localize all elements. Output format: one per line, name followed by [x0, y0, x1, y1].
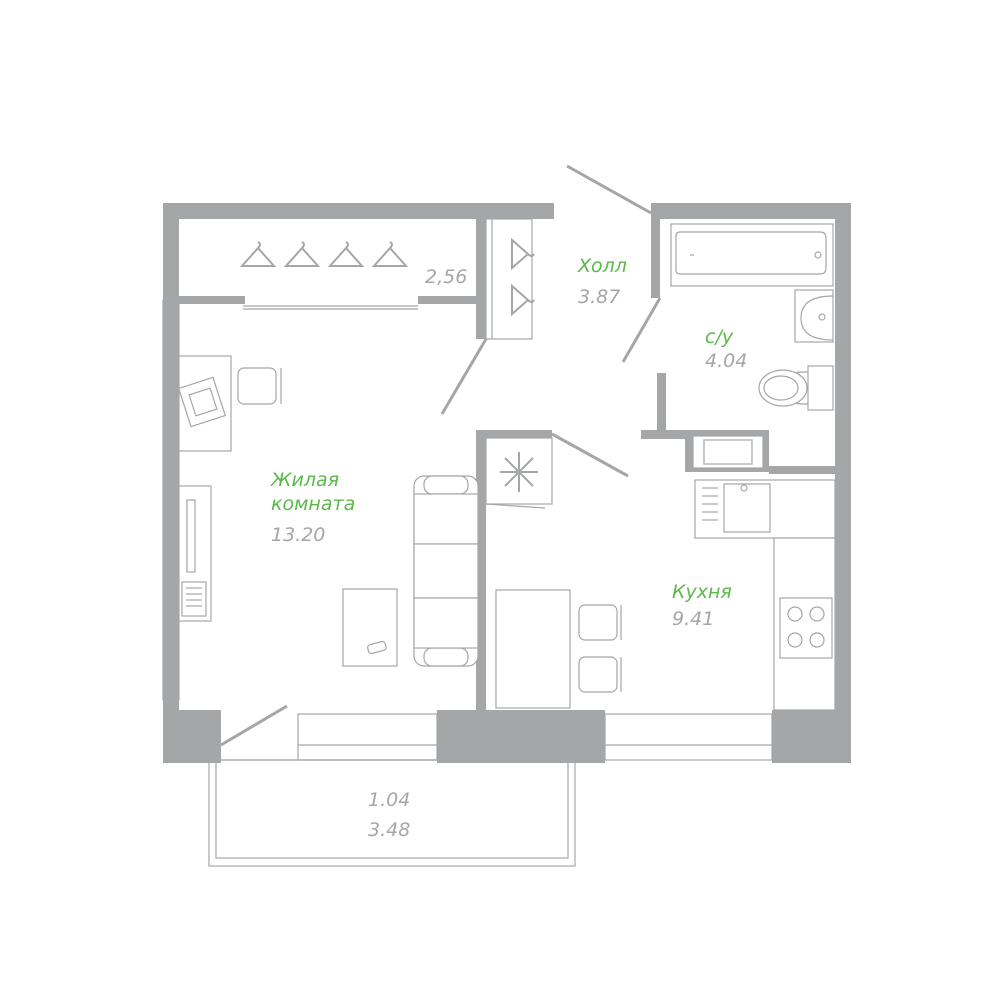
hanger-icon — [327, 241, 365, 267]
walls — [162, 203, 851, 763]
hanger-icon — [371, 241, 409, 267]
hall-area: 3.87 — [578, 286, 620, 308]
label-bathroom: с/у 4.04 — [705, 326, 747, 372]
kitchen-chair — [578, 656, 622, 693]
label-balcony: 1.04 3.48 — [368, 789, 410, 841]
label-kitchen: Кухня 9.41 — [672, 581, 732, 630]
living-name-line1: Жилая — [270, 469, 339, 491]
bathtub — [670, 223, 834, 287]
balcony-area-2: 3.48 — [368, 819, 410, 841]
bathroom-area: 4.04 — [705, 350, 747, 372]
desk — [177, 355, 232, 452]
hanger-icon — [511, 283, 535, 317]
sink — [794, 289, 834, 343]
hanger-icon — [283, 241, 321, 267]
snowflake-icon — [500, 452, 538, 492]
living-area: 13.20 — [271, 524, 325, 546]
coffee-table — [342, 588, 398, 667]
balcony — [208, 759, 576, 867]
kitchen-name: Кухня — [672, 581, 732, 603]
bathroom-vent-inner — [703, 439, 753, 465]
doors — [220, 164, 662, 747]
closet-area: 2,56 — [425, 266, 467, 288]
bathroom-name: с/у — [705, 326, 734, 348]
toilet — [758, 365, 834, 411]
hall-name: Холл — [577, 255, 627, 277]
label-living-room: Жилая комната 13.20 — [270, 469, 355, 546]
living-name-line2: комната — [271, 493, 355, 515]
closet — [239, 218, 535, 340]
label-hall: Холл 3.87 — [577, 255, 627, 308]
tv-stand — [178, 485, 212, 622]
chair — [237, 367, 282, 405]
sofa — [413, 475, 479, 667]
stove — [779, 597, 833, 659]
balcony-area-1: 1.04 — [368, 789, 410, 811]
kitchen-chair — [578, 604, 622, 641]
hanger-icon — [511, 237, 535, 271]
kitchen-area: 9.41 — [672, 608, 714, 630]
dining-table — [495, 589, 571, 709]
hanger-icon — [239, 241, 277, 267]
fridge — [485, 437, 553, 509]
label-closet: 2,56 — [425, 266, 467, 288]
